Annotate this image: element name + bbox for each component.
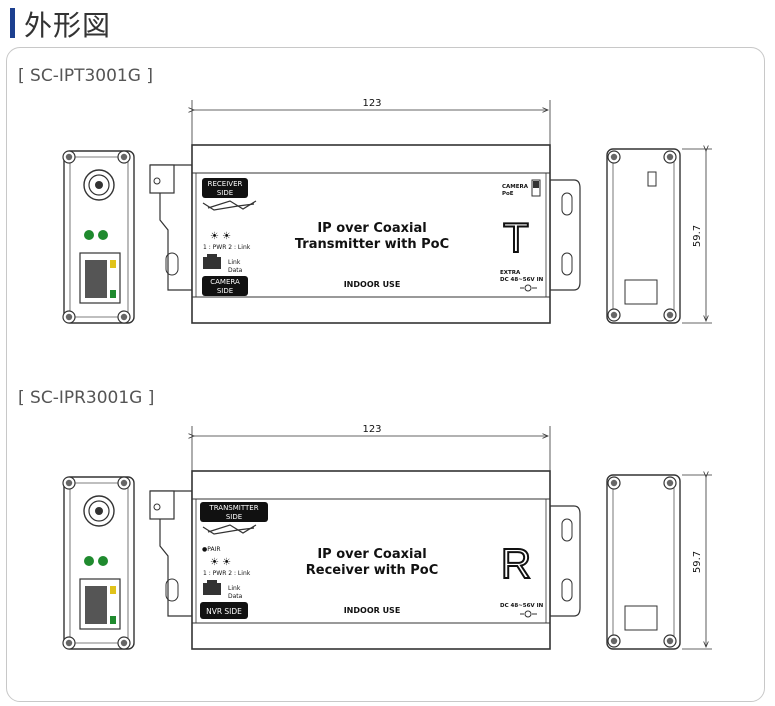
side-view: TRANSMITTER SIDE ●PAIR ☀ ☀ 1 : PWR 2 : L… bbox=[149, 470, 581, 650]
width-dimension: 123 bbox=[362, 98, 381, 109]
svg-text:☀ ☀: ☀ ☀ bbox=[210, 231, 231, 242]
bottom-label: NVR SIDE bbox=[206, 607, 242, 616]
power-label: DC 48~56V IN bbox=[500, 603, 544, 609]
device-letter: T bbox=[503, 214, 529, 261]
indoor-label: INDOOR USE bbox=[344, 280, 401, 289]
led-legend: 1 : PWR 2 : Link bbox=[203, 244, 251, 251]
front-view bbox=[62, 150, 135, 324]
model-label-transmitter: [ SC-IPT3001G ] bbox=[18, 66, 153, 86]
product-name-line2: Transmitter with PoC bbox=[295, 237, 449, 252]
page-title: 外形図 bbox=[24, 9, 112, 42]
product-name-line1: IP over Coaxial bbox=[317, 221, 426, 236]
front-view bbox=[62, 476, 135, 650]
rear-view bbox=[606, 474, 681, 650]
led-2 bbox=[98, 230, 108, 240]
product-name-line1: IP over Coaxial bbox=[317, 547, 426, 562]
port-label-link: Link bbox=[228, 259, 241, 266]
height-dimension: 59.7 bbox=[692, 551, 703, 573]
side-label-line2: SIDE bbox=[226, 513, 242, 521]
side-label-line1: RECEIVER bbox=[208, 180, 243, 188]
svg-text:☀ ☀: ☀ ☀ bbox=[210, 557, 231, 568]
switch-label-line1: CAMERA bbox=[502, 184, 529, 190]
side-label-line1: TRANSMITTER bbox=[208, 504, 258, 512]
device-receiver: 123 TRANSMITTER SIDE ●PAIR ☀ ☀ 1 : PWR 2… bbox=[62, 424, 712, 650]
side-label-line2: SIDE bbox=[217, 189, 233, 197]
bottom-label-line2: SIDE bbox=[217, 287, 233, 295]
port-label-data: Data bbox=[228, 267, 243, 274]
led-legend: 1 : PWR 2 : Link bbox=[203, 570, 251, 577]
rear-view bbox=[606, 148, 681, 324]
model-label-receiver: [ SC-IPR3001G ] bbox=[18, 388, 155, 408]
side-view: RECEIVER SIDE ☀ ☀ 1 : PWR 2 : Link Link … bbox=[149, 144, 581, 324]
indoor-label: INDOOR USE bbox=[344, 606, 401, 615]
device-letter: R bbox=[501, 540, 531, 587]
height-dimension: 59.7 bbox=[692, 225, 703, 247]
port-label-data: Data bbox=[228, 593, 243, 600]
bottom-label-line1: CAMERA bbox=[210, 278, 240, 286]
title-accent-bar bbox=[10, 8, 15, 38]
led-1 bbox=[84, 556, 94, 566]
power-label-line1: EXTRA bbox=[500, 270, 521, 276]
switch-label-line2: PoE bbox=[502, 191, 514, 197]
pair-label: ●PAIR bbox=[202, 546, 221, 553]
device-transmitter: 123 RECEIVER SIDE ☀ ☀ 1 : PWR 2 : Link bbox=[62, 98, 712, 324]
product-name-line2: Receiver with PoC bbox=[306, 563, 439, 578]
led-1 bbox=[84, 230, 94, 240]
power-label-line2: DC 48~56V IN bbox=[500, 277, 544, 283]
width-dimension: 123 bbox=[362, 424, 381, 435]
port-label-link: Link bbox=[228, 585, 241, 592]
led-2 bbox=[98, 556, 108, 566]
